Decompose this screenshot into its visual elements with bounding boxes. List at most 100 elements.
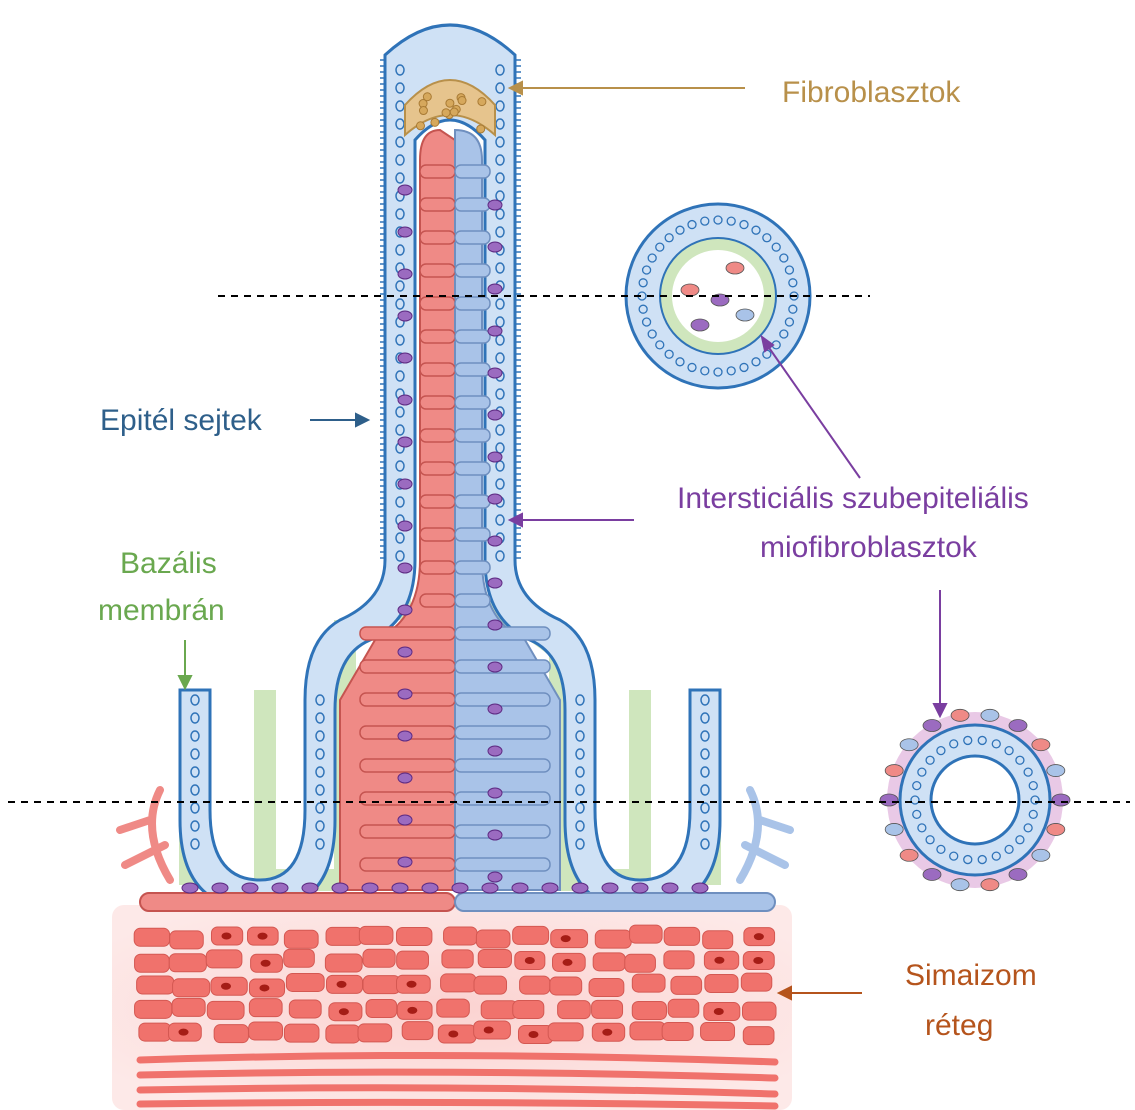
muscle-nucleus — [754, 933, 764, 940]
muscle-cell — [359, 926, 393, 944]
cross-section-cell — [1052, 794, 1070, 806]
capillary-rung-arterial — [420, 198, 455, 211]
myofibroblast — [488, 284, 502, 294]
muscle-nucleus — [259, 984, 269, 991]
muscle-cell — [630, 925, 663, 943]
capillary-rung-arterial — [360, 825, 455, 838]
muscle-cell — [513, 926, 549, 944]
muscle-cell — [476, 930, 510, 948]
muscle-cell — [558, 1001, 591, 1019]
muscle-cell — [632, 1001, 666, 1019]
capillary-rung-venous — [455, 594, 490, 607]
myofibroblast — [398, 605, 412, 615]
myofibroblast — [488, 578, 502, 588]
smooth-muscle-label-line2: réteg — [925, 1009, 993, 1042]
capillary-rung-venous — [455, 231, 490, 244]
muscle-cell — [363, 949, 395, 967]
capillary-rung-venous — [455, 858, 550, 871]
myofibroblast — [488, 200, 502, 210]
muscle-cell — [520, 976, 550, 994]
muscle-cell — [134, 928, 169, 946]
basal-membrane-label-line2: membrán — [98, 594, 225, 627]
muscle-cell — [513, 1001, 544, 1019]
cross-section-cell — [951, 879, 969, 891]
capillary-rung-venous — [455, 627, 550, 640]
capillary-rung-venous — [455, 297, 490, 310]
muscle-nucleus — [753, 957, 763, 964]
myofibroblast — [488, 746, 502, 756]
muscle-cell — [397, 951, 429, 969]
myofibroblast-label-line2: miofibroblasztok — [760, 531, 978, 564]
cross-section-cell — [951, 709, 969, 721]
myofibroblast — [398, 227, 412, 237]
muscle-cell — [550, 977, 582, 995]
capillary-rung-arterial — [360, 792, 455, 805]
myo-arrow-villus — [510, 514, 634, 526]
muscle-cell — [326, 1025, 360, 1043]
capillary-rung-venous — [455, 264, 490, 277]
capillary-rung-venous — [455, 660, 550, 673]
muscle-cell — [402, 1022, 433, 1040]
muscle-cell — [625, 954, 656, 972]
myofibroblast — [182, 883, 198, 893]
fibroblast — [419, 107, 427, 115]
muscle-cell — [284, 1024, 319, 1042]
muscle-nucleus — [179, 1029, 189, 1036]
myofibroblast — [398, 269, 412, 279]
myofibroblast — [488, 830, 502, 840]
myofibroblast — [488, 410, 502, 420]
capillary-rung-venous — [455, 726, 550, 739]
smooth-muscle-label-line1: Simaizom — [905, 959, 1037, 992]
muscle-nucleus — [221, 932, 231, 939]
myo-arrow-crypt — [934, 590, 946, 716]
myofibroblast — [452, 883, 468, 893]
muscle-nucleus — [563, 959, 573, 966]
capillary-rung-arterial — [420, 231, 455, 244]
cross-section-cell — [1009, 720, 1027, 732]
muscle-cell — [289, 1000, 321, 1018]
cross-section-cell — [981, 709, 999, 721]
capillary-rung-venous — [455, 198, 490, 211]
capillary-rung-venous — [455, 528, 490, 541]
myofibroblast — [488, 536, 502, 546]
muscle-cell — [593, 953, 625, 971]
capillary-rung-arterial — [420, 264, 455, 277]
muscle-cell — [363, 976, 400, 994]
muscle-nucleus — [337, 981, 347, 988]
muscle-cell — [286, 973, 324, 991]
fibroblast — [423, 93, 431, 101]
muscle-cell — [139, 1023, 171, 1041]
myofibroblast — [398, 689, 412, 699]
fibroblast — [431, 118, 439, 126]
muscle-nucleus — [221, 983, 231, 990]
muscle-nucleus — [407, 1007, 417, 1014]
muscle-cell — [662, 1022, 693, 1040]
muscle-nucleus — [448, 1031, 458, 1038]
muscle-cell — [671, 976, 702, 994]
myofibroblast — [362, 883, 378, 893]
capillary-rung-arterial — [360, 759, 455, 772]
myofibroblast — [398, 647, 412, 657]
muscle-nucleus — [261, 960, 271, 967]
capillary-rung-venous — [455, 693, 550, 706]
myofibroblast — [242, 883, 258, 893]
myofibroblast — [488, 368, 502, 378]
myofibroblast — [488, 704, 502, 714]
myofibroblast — [692, 883, 708, 893]
muscle-cell — [284, 949, 315, 967]
muscle-nucleus — [714, 1008, 724, 1015]
muscle-cell — [249, 999, 282, 1017]
cross-section-cell — [736, 309, 754, 321]
epithelial-cells-label: Epitél sejtek — [100, 404, 263, 437]
capillary-rung-venous — [455, 363, 490, 376]
myofibroblast — [398, 353, 412, 363]
capillary-rung-arterial — [420, 561, 455, 574]
muscle-cell — [664, 927, 699, 945]
muscle-cell — [206, 950, 242, 968]
capillary-rung-arterial — [420, 363, 455, 376]
capillary-rung-arterial — [420, 165, 455, 178]
muscle-cell — [743, 1027, 774, 1045]
fibroblast — [477, 125, 485, 133]
